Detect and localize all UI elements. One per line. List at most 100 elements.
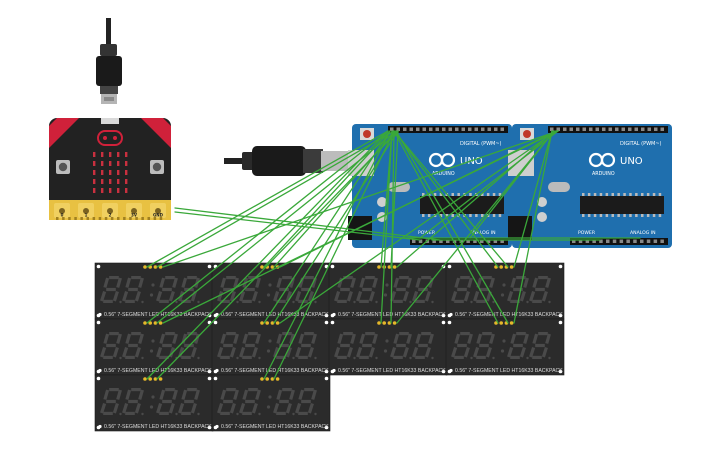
wire <box>469 130 555 239</box>
wire <box>393 130 499 268</box>
backpack-label: 0.56" 7-SEGMENT LED HT16K33 BACKPACK <box>338 312 446 318</box>
microbit-led <box>101 188 104 193</box>
wire <box>174 211 421 241</box>
wire <box>393 130 509 268</box>
microbit-accent-right <box>141 118 171 148</box>
microbit-pin-label: GND <box>153 213 164 218</box>
microbit-pin-label: 0 <box>61 213 64 218</box>
wire <box>390 130 395 324</box>
reset-button[interactable] <box>523 130 531 138</box>
wiring <box>146 130 641 380</box>
power-jack[interactable] <box>508 216 532 240</box>
wire <box>174 207 441 241</box>
microbit-led <box>109 161 112 166</box>
brand-label: ARDUINO <box>592 171 615 177</box>
wire <box>146 130 389 380</box>
microbit-led <box>101 179 104 184</box>
backpack-label: 0.56" 7-SEGMENT LED HT16K33 BACKPACK <box>221 368 329 374</box>
wire <box>156 130 395 268</box>
wire <box>393 130 499 324</box>
microbit-led <box>117 188 120 193</box>
power-analog-header[interactable] <box>570 238 668 245</box>
microbit-led <box>125 179 128 184</box>
microbit-led-matrix <box>93 152 128 193</box>
arduino-logo <box>428 152 456 168</box>
microbit-button-a[interactable] <box>56 160 70 174</box>
digital-header[interactable] <box>548 126 668 133</box>
wire <box>513 130 553 268</box>
analog-label: ANALOG IN <box>630 230 656 236</box>
wire <box>162 130 559 324</box>
microbit-led <box>117 152 120 157</box>
microbit-accent-left <box>49 118 79 148</box>
microbit-pin-label: 1 <box>85 213 88 218</box>
analog-label: ANALOG IN <box>470 230 496 236</box>
microbit-led <box>109 179 112 184</box>
wire <box>263 130 391 268</box>
microbit-led <box>109 170 112 175</box>
microbit-pin-label: 2 <box>109 213 112 218</box>
microbit-led <box>93 161 96 166</box>
microbit-led <box>117 170 120 175</box>
microbit-logo <box>97 130 123 146</box>
backpack-label: 0.56" 7-SEGMENT LED HT16K33 BACKPACK <box>104 424 212 430</box>
arduino-usb-cable <box>224 146 351 176</box>
wire <box>395 130 509 324</box>
arduino-uno-2[interactable]: DIGITAL (PWM~) UNO ARDUINO POWER ANALOG IN <box>508 124 672 248</box>
microbit-board[interactable]: 0 1 2 3V GND <box>49 118 171 220</box>
microbit-led <box>93 152 96 157</box>
microbit-led <box>93 188 96 193</box>
seven-segment-module[interactable]: 0.56" 7-SEGMENT LED HT16K33 BACKPACK <box>94 374 214 432</box>
seven-segment-module[interactable]: 0.56" 7-SEGMENT LED HT16K33 BACKPACK <box>445 262 565 320</box>
microbit-led <box>93 179 96 184</box>
model-label: UNO <box>620 156 643 167</box>
microbit-led <box>93 170 96 175</box>
backpack-label: 0.56" 7-SEGMENT LED HT16K33 BACKPACK <box>221 424 329 430</box>
microbit-led <box>101 170 104 175</box>
seven-segment-module[interactable]: 0.56" 7-SEGMENT LED HT16K33 BACKPACK <box>94 318 214 376</box>
wire <box>146 130 389 324</box>
seven-segment-display-grid: 0.56" 7-SEGMENT LED HT16K33 BACKPACK 0.56… <box>94 262 565 432</box>
seven-segment-module[interactable]: 0.56" 7-SEGMENT LED HT16K33 BACKPACK <box>94 262 214 320</box>
microbit-led <box>117 179 120 184</box>
microbit-led <box>117 161 120 166</box>
microbit-led <box>125 161 128 166</box>
wire <box>156 130 399 380</box>
wire <box>263 130 391 380</box>
backpack-label: 0.56" 7-SEGMENT LED HT16K33 BACKPACK <box>221 312 329 318</box>
digital-header[interactable] <box>388 126 508 133</box>
microbit-button-b[interactable] <box>150 160 164 174</box>
microbit-led <box>109 188 112 193</box>
digital-label: DIGITAL (PWM~) <box>460 141 502 147</box>
arduino-logo <box>588 152 616 168</box>
backpack-label: 0.56" 7-SEGMENT LED HT16K33 BACKPACK <box>338 368 446 374</box>
reset-button[interactable] <box>363 130 371 138</box>
microbit-led <box>125 170 128 175</box>
wire <box>380 130 393 324</box>
brand-label: ARDUINO <box>432 171 455 177</box>
power-label: POWER <box>578 230 596 236</box>
wire <box>146 130 389 268</box>
wire <box>273 130 395 380</box>
power-analog-header[interactable] <box>410 238 508 245</box>
backpack-label: 0.56" 7-SEGMENT LED HT16K33 BACKPACK <box>104 368 212 374</box>
microbit-led <box>109 152 112 157</box>
microbit-led <box>125 152 128 157</box>
microbit-pin-pads <box>54 203 166 220</box>
backpack-label: 0.56" 7-SEGMENT LED HT16K33 BACKPACK <box>455 368 563 374</box>
digital-label: DIGITAL (PWM~) <box>620 141 662 147</box>
backpack-label: 0.56" 7-SEGMENT LED HT16K33 BACKPACK <box>455 312 563 318</box>
wire <box>396 130 555 324</box>
microbit-led <box>125 188 128 193</box>
wire <box>279 130 557 324</box>
seven-segment-module[interactable]: 0.56" 7-SEGMENT LED HT16K33 BACKPACK <box>328 318 448 376</box>
seven-segment-module[interactable]: 0.56" 7-SEGMENT LED HT16K33 BACKPACK <box>211 374 331 432</box>
wire <box>513 130 553 324</box>
microbit-led <box>101 152 104 157</box>
seven-segment-module[interactable]: 0.56" 7-SEGMENT LED HT16K33 BACKPACK <box>445 318 565 376</box>
microbit-pin-label: 3V <box>131 213 138 218</box>
seven-segment-module[interactable]: 0.56" 7-SEGMENT LED HT16K33 BACKPACK <box>328 262 448 320</box>
backpack-label: 0.56" 7-SEGMENT LED HT16K33 BACKPACK <box>104 312 212 318</box>
